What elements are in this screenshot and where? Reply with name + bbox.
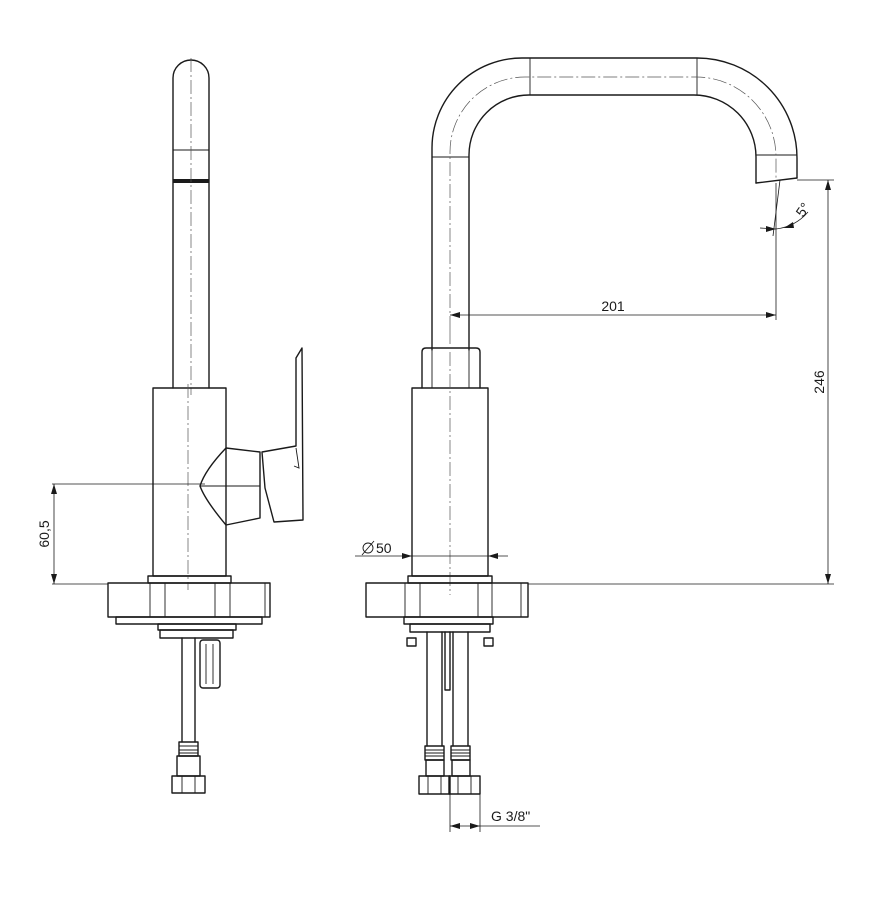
dim-thread-arrow-right [470, 823, 480, 829]
dim-thread-label: G 3/8" [491, 808, 530, 824]
dim-angle-arrow-left [766, 226, 776, 232]
diameter-symbol-icon [361, 540, 375, 556]
front-stud-right [483, 637, 494, 647]
front-flange [365, 582, 529, 618]
side-hose-fitting [176, 755, 201, 777]
dim-246-label: 246 [811, 370, 827, 394]
side-lever [261, 347, 304, 523]
dim-60-arrow-bottom [51, 574, 57, 584]
side-hose-crimp [178, 741, 199, 757]
dim-60-arrow-top [51, 484, 57, 494]
side-bolt [199, 639, 221, 689]
front-body [411, 387, 489, 577]
front-hose-nut-left [418, 775, 451, 795]
side-hose-nut [171, 775, 206, 794]
side-nut [157, 623, 237, 631]
front-hose-right [452, 631, 469, 747]
side-base-ring [147, 575, 232, 584]
side-nut-lower [159, 629, 234, 639]
side-view: 60,5 [36, 58, 304, 794]
side-body [152, 387, 227, 577]
front-fitting-right [451, 759, 471, 777]
front-hose-left [426, 631, 443, 747]
dim-thread-arrow-left [450, 823, 460, 829]
dim-246-arrow-top [825, 180, 831, 190]
dim-50-arrow-left [402, 553, 412, 559]
dim-201-label: 201 [601, 298, 625, 314]
front-washer [403, 616, 494, 625]
side-washer [115, 616, 263, 625]
front-spout-inner [468, 94, 757, 351]
dim-angle-arrow-right [784, 222, 794, 228]
front-hose-nut-right [448, 775, 481, 795]
dim-201-arrow-left [450, 312, 460, 318]
dim-246-arrow-bottom [825, 574, 831, 584]
dim-50-label: 50 [376, 540, 392, 556]
side-hose-crimp-lines [179, 745, 198, 754]
front-view: 50 201 5° 246 G 3/8" [355, 57, 834, 832]
dim-201-arrow-right [766, 312, 776, 318]
front-nut [409, 623, 491, 633]
front-spout-tip [755, 177, 798, 184]
side-handle-connector [199, 447, 261, 526]
dim-angle-label: 5° [792, 200, 813, 220]
side-hose [181, 637, 196, 743]
front-bolt [444, 631, 451, 691]
dim-50-arrow-right [488, 553, 498, 559]
side-flange [107, 582, 271, 618]
front-crimp-lines [425, 749, 470, 757]
dim-angle-ext [772, 179, 781, 237]
front-stud-left [406, 637, 417, 647]
side-lever-detail [293, 447, 300, 469]
front-neck [421, 347, 481, 389]
dim-60-label: 60,5 [36, 520, 52, 547]
front-fitting-left [425, 759, 445, 777]
front-spout-centerline [449, 76, 777, 330]
